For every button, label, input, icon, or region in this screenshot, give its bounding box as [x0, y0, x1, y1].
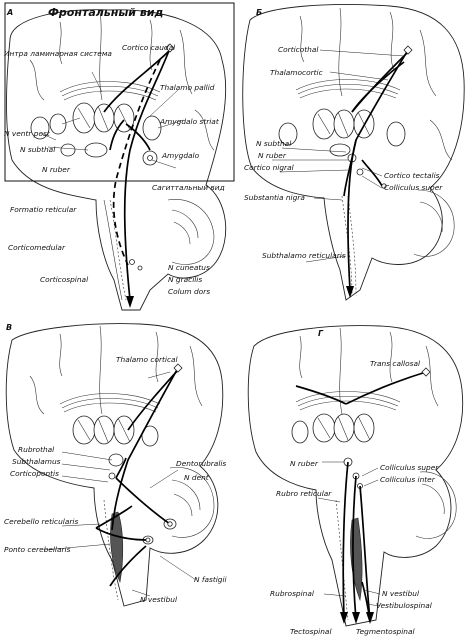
label-corticospinal: Corticospinal	[40, 275, 89, 284]
label-rubro-1: Rubro reticular	[276, 489, 332, 498]
label-cortico-nigral: Cortico nigral	[244, 163, 295, 172]
label-amygdalo: Amygdalo	[161, 151, 200, 160]
label-cortico-tectalis: Cortico tectalis	[384, 171, 440, 180]
label-tectospinal: Tectospinal	[290, 627, 332, 636]
label-rubrospinal: Rubrospinal	[270, 589, 315, 598]
label-colum-dors: Colum dors	[168, 287, 210, 296]
label-colliculus-super-d: Colliculus super	[380, 463, 439, 472]
panel-d-label: Г	[318, 329, 324, 338]
label-rubrothal: Rubrothal	[18, 445, 55, 454]
label-n-vestibul-c: N vestibul	[140, 595, 178, 604]
label-cortico: Cortico caudal	[122, 43, 176, 52]
panel-a-label: A	[6, 8, 13, 17]
label-n-dent: N dent	[184, 473, 210, 482]
inset-frame	[4, 2, 235, 182]
panel-a: A Фронтальный вид Cortico caudal Интра л…	[4, 2, 235, 311]
label-subthalamus: Subthalamus	[12, 457, 61, 466]
label-n-cuneatus: N cuneatus	[168, 263, 210, 272]
panel-c: В Thalamo cortical Rubrothal Subthalamus…	[4, 323, 228, 607]
label-n-ruber-d: N ruber	[290, 459, 319, 468]
label-corticopontis: Corticopontis	[10, 469, 59, 478]
label-amygdalo-striat: Amygdalo striat	[159, 117, 220, 126]
label-n-vestibul-d: N vestibul	[382, 589, 420, 598]
inset-title: Фронтальный вид	[48, 6, 164, 19]
label-colliculus-inter: Colliculus inter	[380, 475, 436, 484]
label-n-fastigii: N fastigii	[194, 575, 228, 584]
label-cerebello-1: Cerebello reticularis	[4, 517, 78, 526]
label-substantia-nigra: Substantia nigra	[244, 193, 305, 202]
label-tegmentospinal: Tegmentospinal	[356, 627, 415, 636]
label-trans-callosal: Trans callosal	[370, 359, 421, 368]
label-formatio-reticular: Formatio reticular	[10, 205, 77, 214]
label-intralaminar: Интра ламинарная система	[4, 49, 112, 58]
label-corticomedular: Corticomedular	[8, 243, 66, 252]
label-n-subthal-b: N subthal	[256, 139, 292, 148]
label-thalamo-cortical: Thalamo cortical	[116, 355, 179, 364]
label-thalamocortic: Thalamocortic	[270, 68, 323, 77]
label-subthalamo-1: Subthalamo reticularis	[262, 251, 346, 260]
panel-b-label: Б	[256, 8, 262, 17]
label-vestibulospinal: Vestibulospinal	[376, 601, 433, 610]
label-n-ruber-b: N ruber	[258, 151, 287, 160]
panel-b: Б Corticothal Thalamocortic N subthal N …	[242, 4, 465, 301]
label-n-gracilis: N gracilis	[168, 275, 202, 284]
panel-c-label: В	[6, 323, 12, 332]
label-n-ruber: N ruber	[42, 165, 71, 174]
label-lateral-view: Сагиттальный вид	[152, 183, 225, 192]
label-ponto-1: Ponto cerebellaris	[4, 545, 71, 554]
label-thalamo-pallid: Thalamo pallid	[160, 83, 215, 92]
panel-d: Г Trans callosal N ruber Colliculus supe…	[247, 325, 464, 636]
label-n-ventr-post: N ventr post	[4, 129, 51, 138]
label-colliculus-super-b: Colliculus super	[384, 183, 443, 192]
label-dentorubralis: Dentorubralis	[176, 459, 226, 468]
label-n-subthal: N subthal	[20, 145, 56, 154]
label-corticothal: Corticothal	[278, 45, 319, 54]
